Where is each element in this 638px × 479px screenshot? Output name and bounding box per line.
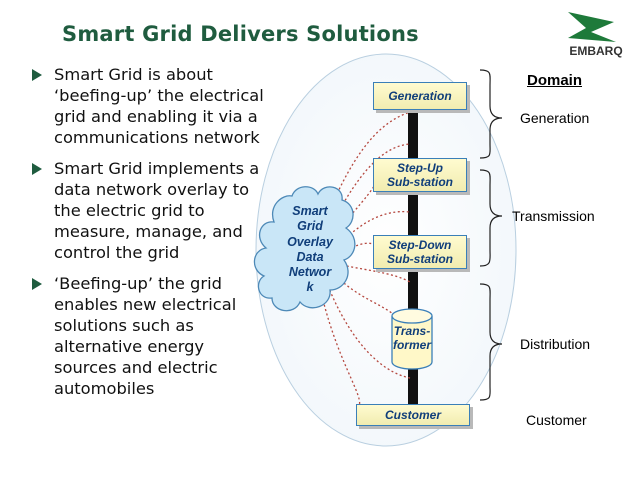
bullet-item: ‘Beefing-up’ the grid enables new electr… bbox=[28, 273, 268, 399]
cloud-line: Grid bbox=[297, 219, 323, 234]
cloud-line: Networ bbox=[288, 265, 332, 280]
domain-customer: Customer bbox=[526, 412, 587, 428]
node-label: Generation bbox=[388, 89, 452, 103]
overlay-cloud bbox=[253, 186, 356, 312]
cloud-line: k bbox=[306, 280, 314, 295]
domain-generation: Generation bbox=[520, 110, 590, 126]
slide-title: Smart Grid Delivers Solutions bbox=[62, 22, 419, 46]
transformer-cylinder bbox=[391, 308, 433, 370]
bullet-item: Smart Grid implements a data network ove… bbox=[28, 158, 268, 263]
node-label: Step-Up bbox=[397, 161, 443, 175]
bullet-text: Smart Grid is about ‘beefing-up’ the ele… bbox=[54, 65, 264, 147]
node-generation: Generation bbox=[373, 82, 467, 110]
header-bar bbox=[0, 0, 638, 52]
bullet-triangle-icon bbox=[32, 69, 42, 81]
node-label: Sub-station bbox=[387, 252, 453, 266]
logo-text: EMBARQ bbox=[569, 44, 622, 58]
node-customer: Customer bbox=[356, 404, 470, 426]
bullet-item: Smart Grid is about ‘beefing-up’ the ele… bbox=[28, 64, 268, 148]
bullet-text: ‘Beefing-up’ the grid enables new electr… bbox=[54, 274, 237, 398]
bullet-triangle-icon bbox=[32, 163, 42, 175]
domain-distribution: Distribution bbox=[520, 336, 591, 352]
cloud-line: Smart bbox=[292, 204, 328, 218]
node-label: Customer bbox=[384, 408, 441, 422]
domain-heading: Domain bbox=[527, 72, 583, 89]
node-label: Trans- bbox=[393, 324, 431, 338]
bullet-text: Smart Grid implements a data network ove… bbox=[54, 159, 260, 262]
logo-mark-icon bbox=[568, 12, 616, 42]
domain-transmission: Transmission bbox=[512, 208, 595, 224]
node-label: former bbox=[392, 338, 431, 352]
node-label: Sub-station bbox=[387, 175, 453, 189]
cloud-line: Data bbox=[296, 249, 324, 264]
domain-brackets bbox=[479, 69, 503, 401]
bullet-list: Smart Grid is about ‘beefing-up’ the ele… bbox=[28, 64, 268, 409]
node-label: Step-Down bbox=[388, 238, 452, 252]
embarq-logo: EMBARQ bbox=[568, 12, 623, 58]
bullet-triangle-icon bbox=[32, 278, 42, 290]
cloud-line: Overlay bbox=[287, 234, 333, 249]
cloud-label: Smart Grid Overlay Data Networ k bbox=[280, 204, 340, 296]
node-transformer: Trans-former bbox=[392, 324, 432, 358]
